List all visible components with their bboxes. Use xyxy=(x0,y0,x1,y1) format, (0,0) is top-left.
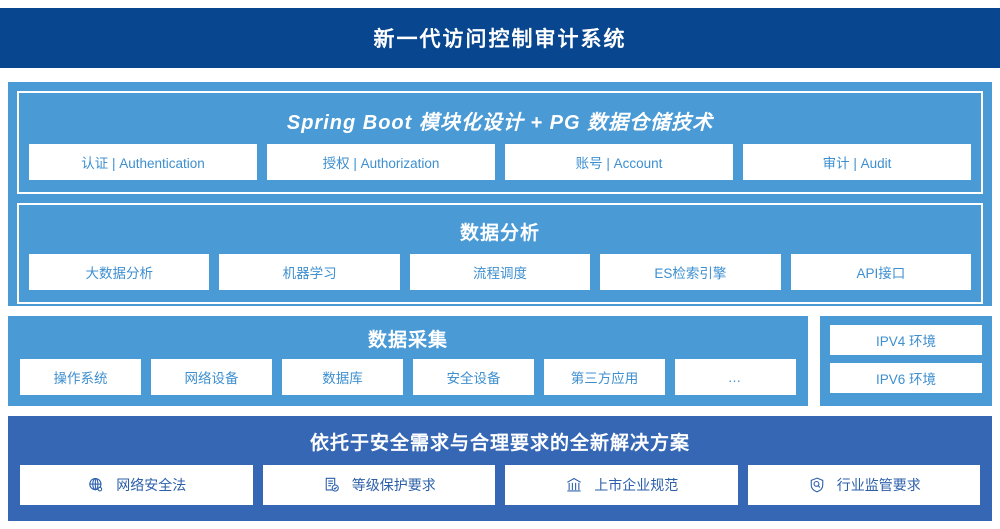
data-analysis-title: 数据分析 xyxy=(459,223,540,244)
environment-panel: IPV4 环境 IPV6 环境 xyxy=(820,316,992,406)
chip-database[interactable]: 数据库 xyxy=(282,359,403,395)
chip-industry-regulatory-requirement[interactable]: 行业监管要求 xyxy=(747,465,980,505)
platform-block-title: Spring Boot 模块化设计 + PG 数据仓储技术 xyxy=(286,112,714,134)
solution-title: 依托于安全需求与合理要求的全新解决方案 xyxy=(309,433,690,454)
chip-api-interface[interactable]: API接口 xyxy=(790,254,972,290)
chip-network-device[interactable]: 网络设备 xyxy=(151,359,272,395)
collection-row: 数据采集 操作系统 网络设备 数据库 安全设备 第三方应用 … IPV4 环境 … xyxy=(8,316,992,406)
chip-account[interactable]: 账号 | Account xyxy=(505,144,733,180)
chip-big-data-analysis[interactable]: 大数据分析 xyxy=(29,254,210,290)
header-bar: 新一代访问控制审计系统 xyxy=(0,8,1000,68)
chip-process-scheduling[interactable]: 流程调度 xyxy=(409,254,591,290)
chip-security-device[interactable]: 安全设备 xyxy=(413,359,534,395)
chip-label: 等级保护要求 xyxy=(351,477,436,493)
chip-cybersecurity-law[interactable]: 网络安全法 xyxy=(20,465,253,505)
document-check-icon xyxy=(322,475,342,495)
chip-es-search-engine[interactable]: ES检索引擎 xyxy=(600,254,781,290)
platform-chip-row: 认证 | Authentication 授权 | Authorization 账… xyxy=(29,144,971,180)
globe-icon xyxy=(86,475,106,495)
shield-search-icon xyxy=(807,475,827,495)
chip-more[interactable]: … xyxy=(675,359,796,395)
data-collection-title: 数据采集 xyxy=(367,330,448,351)
chip-label: 上市企业规范 xyxy=(594,477,679,493)
chip-grade-protection-requirement[interactable]: 等级保护要求 xyxy=(262,465,495,505)
chip-audit[interactable]: 审计 | Audit xyxy=(743,144,971,180)
chip-third-party-app[interactable]: 第三方应用 xyxy=(544,359,665,395)
bank-icon xyxy=(564,475,584,495)
data-collection-panel: 数据采集 操作系统 网络设备 数据库 安全设备 第三方应用 … xyxy=(8,316,808,406)
chip-ipv6-environment[interactable]: IPV6 环境 xyxy=(830,363,982,393)
solution-chip-row: 网络安全法 等级保护要求 xyxy=(20,465,980,505)
chip-authentication[interactable]: 认证 | Authentication xyxy=(29,144,257,180)
page-title: 新一代访问控制审计系统 xyxy=(373,28,627,51)
solution-panel: 依托于安全需求与合理要求的全新解决方案 网络安全法 xyxy=(8,416,992,521)
chip-operating-system[interactable]: 操作系统 xyxy=(20,359,141,395)
chip-ipv4-environment[interactable]: IPV4 环境 xyxy=(830,325,982,355)
data-analysis-chip-row: 大数据分析 机器学习 流程调度 ES检索引擎 API接口 xyxy=(29,254,972,290)
platform-block-spring-boot: Spring Boot 模块化设计 + PG 数据仓储技术 认证 | Authe… xyxy=(17,91,983,194)
data-collection-chip-row: 操作系统 网络设备 数据库 安全设备 第三方应用 … xyxy=(20,359,796,395)
platform-panel: Spring Boot 模块化设计 + PG 数据仓储技术 认证 | Authe… xyxy=(8,82,992,306)
chip-label: 行业监管要求 xyxy=(836,477,921,493)
chip-label: 网络安全法 xyxy=(116,477,187,493)
chip-listed-enterprise-standard[interactable]: 上市企业规范 xyxy=(505,465,738,505)
platform-block-data-analysis: 数据分析 大数据分析 机器学习 流程调度 ES检索引擎 API接口 xyxy=(17,203,983,304)
chip-machine-learning[interactable]: 机器学习 xyxy=(219,254,400,290)
chip-authorization[interactable]: 授权 | Authorization xyxy=(267,144,495,180)
